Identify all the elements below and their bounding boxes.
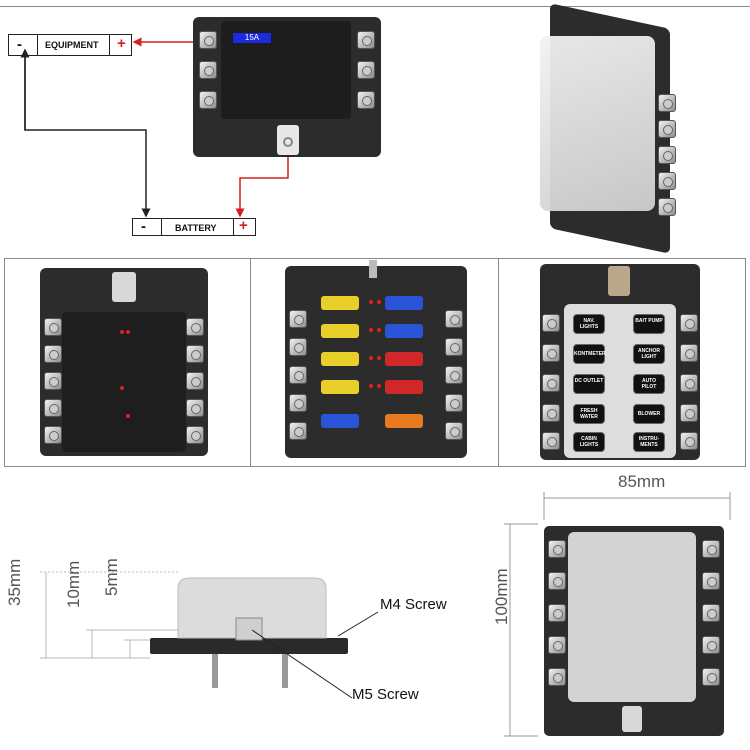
terminal-screw-icon	[199, 31, 217, 49]
dim-35mm: 35mm	[5, 558, 24, 606]
grid-bottom-border	[4, 466, 746, 467]
battery-positive-wire	[235, 142, 289, 218]
equipment-minus: -	[17, 36, 22, 53]
label-bait-pump: BAIT PUMP	[633, 314, 665, 334]
m4-screw-label: M4 Screw	[380, 596, 447, 613]
battery-label: BATTERY	[175, 223, 217, 233]
labelled-cover-photo: NAV. LIGHTS BAIT PUMP KONTMETER ANCHOR L…	[540, 264, 700, 460]
covered-fuse-box-photo	[540, 3, 690, 254]
label-fresh-water: FRESH WATER	[573, 404, 605, 424]
dim-85mm: 85mm	[618, 472, 666, 491]
terminal-screw-icon	[357, 91, 375, 109]
label-dc-outlet: DC OUTLET	[573, 374, 605, 394]
terminal-screw-icon	[199, 61, 217, 79]
terminal-screw-icon	[357, 31, 375, 49]
battery-minus: -	[141, 218, 146, 235]
battery-plus: +	[239, 217, 248, 234]
grid-divider-1	[250, 258, 251, 466]
terminal-screw-icon	[199, 91, 217, 109]
label-kontmeter: KONTMETER	[573, 344, 606, 364]
empty-fuse-box-photo	[40, 268, 208, 456]
label-anchor-light: ANCHOR LIGHT	[633, 344, 665, 364]
dim-10mm: 10mm	[64, 560, 83, 608]
top-border	[0, 6, 750, 7]
battery-box: - BATTERY +	[132, 217, 256, 236]
grid-left-border	[4, 258, 5, 466]
fuse-rating: 15A	[233, 33, 271, 43]
m5-screw-label: M5 Screw	[352, 686, 419, 703]
dim-100mm: 100mm	[492, 568, 511, 625]
fused-box-photo	[285, 260, 467, 458]
dim-5mm: 5mm	[102, 558, 121, 596]
equipment-plus: +	[117, 35, 126, 52]
ground-wire	[24, 56, 151, 218]
grid-top-border	[4, 258, 746, 259]
terminal-screw-icon	[357, 61, 375, 79]
small-fuse-box: 15A	[193, 17, 381, 157]
label-blower: BLOWER	[633, 404, 665, 424]
grid-right-border	[745, 258, 746, 466]
label-instruments: INSTRU-MENTS	[633, 432, 665, 452]
label-cabin-lights: CABIN LIGHTS	[573, 432, 605, 452]
equipment-label: EQUIPMENT	[45, 40, 99, 50]
label-nav-lights: NAV. LIGHTS	[573, 314, 605, 334]
label-auto-pilot: AUTO PILOT	[633, 374, 665, 394]
grid-divider-2	[498, 258, 499, 466]
equipment-box: - EQUIPMENT +	[8, 34, 132, 56]
